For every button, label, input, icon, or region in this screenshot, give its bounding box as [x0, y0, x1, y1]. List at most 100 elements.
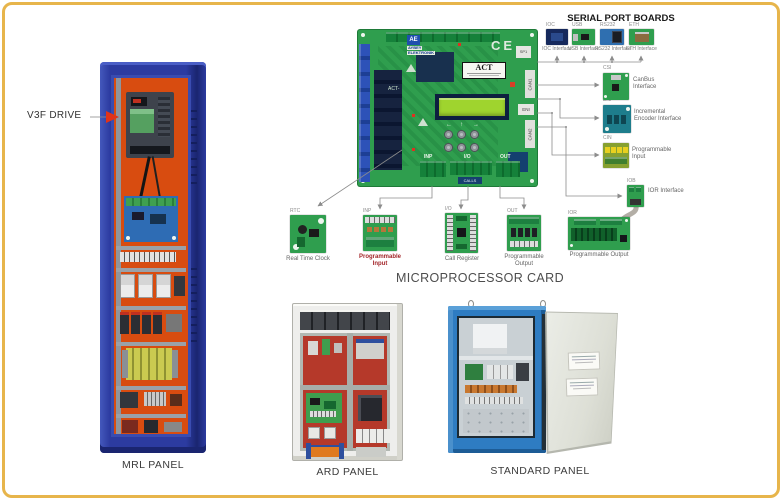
board-io-caption: Call Register [444, 256, 480, 262]
pcb-left-connectors [359, 44, 370, 182]
nav-up-icon: ↑ [460, 122, 463, 128]
serial-board-usb-label: USB [572, 22, 583, 28]
mrl-breaker [142, 312, 151, 334]
pcb-out-label: OUT [500, 154, 511, 160]
door-sticker [567, 351, 601, 371]
v3f-drive-callout: V3F DRIVE [27, 110, 82, 121]
pcb-button [470, 130, 479, 139]
pcb-io-connector [450, 161, 492, 175]
board-eni-label: ENI [603, 97, 612, 103]
microprocessor-card-photo: AE AYBEY ELEKTRONIK CE SP1 ACT ACT- ← ↑ … [358, 30, 537, 186]
board-out [507, 215, 541, 251]
mrl-contactor [156, 274, 171, 298]
microprocessor-card-title: MICROPROCESSOR CARD [395, 271, 565, 285]
mrl-breaker [153, 312, 162, 334]
board-csi-label: CSI [603, 65, 612, 71]
board-cin [603, 143, 629, 168]
serial-board-eth [629, 29, 654, 45]
serial-board-rs232-label: RS232 [600, 22, 616, 28]
standard-interior [457, 316, 535, 438]
board-cin-caption: Programmable Input [632, 147, 672, 160]
pcb-button [457, 130, 466, 139]
board-ior-caption: Programmable Output [569, 252, 629, 258]
mrl-vent-grille [190, 262, 197, 342]
board-out-caption: Programmable Output [504, 254, 544, 267]
pcb-logo: AE AYBEY ELEKTRONIK [407, 35, 435, 56]
board-rtc-caption: Real Time Clock [286, 256, 330, 262]
serial-board-eth-label: ETH [629, 22, 639, 28]
mrl-terminal-strip [120, 252, 176, 262]
pcb-button [457, 143, 466, 152]
mrl-contactor [138, 274, 153, 298]
v3f-inverter [126, 92, 174, 158]
mrl-breaker [120, 312, 129, 334]
board-eni-caption: Incremental Encoder Interface [634, 109, 682, 122]
nav-right-icon: → [473, 122, 479, 128]
pcb-button [444, 143, 453, 152]
pcb-silkscreen: ACT- [388, 86, 400, 92]
serial-board-rs232-caption: RS232 Interface [595, 46, 632, 52]
ard-breakers [356, 429, 390, 443]
pcb-ce-mark: CE [491, 38, 516, 53]
board-inp-label: INP [363, 208, 372, 214]
pcb-calls-label: CALLS [458, 177, 482, 184]
ae-logo-icon: AE [407, 35, 420, 45]
pcb-io-label: I/O [464, 154, 471, 160]
pcb-eni-connector: ENI [518, 104, 534, 115]
pcb-can1-connector: CAN1 [525, 70, 535, 98]
board-ior [568, 217, 630, 250]
mrl-contactor [120, 274, 135, 298]
mrl-breaker [131, 312, 140, 334]
ard-contactor [358, 395, 382, 421]
pcb-inp-label: INP [424, 154, 433, 160]
standard-panel-photo [448, 298, 623, 460]
ard-panel-photo [292, 303, 403, 461]
board-eni [603, 105, 631, 133]
board-ior-label: IOR [568, 210, 577, 216]
serial-board-ioc-label: IOC [546, 22, 555, 28]
pcb-lcd-display [435, 94, 509, 120]
mrl-socket [144, 420, 158, 433]
serial-board-usb-caption: USB Interface [568, 46, 600, 52]
board-csi [603, 73, 629, 100]
ard-panel-label: ARD PANEL [316, 466, 379, 478]
pcb-button [470, 143, 479, 152]
board-rtc-label: RTC [290, 208, 301, 214]
mrl-panel-label: MRL PANEL [122, 459, 184, 471]
board-csi-caption: CanBus Interface [633, 77, 657, 90]
ard-interior [300, 333, 390, 457]
board-iob-caption: IOR Interface [648, 188, 684, 194]
pcb-sp1-connector: SP1 [516, 46, 531, 58]
mrl-controller-pcb [124, 196, 178, 242]
mrl-vent-grille [190, 104, 197, 190]
serial-board-ioc [546, 29, 568, 45]
mrl-interior [111, 75, 191, 437]
standard-bottom-plate [463, 409, 529, 433]
mrl-transformer [126, 348, 172, 380]
board-cin-label: CIN [603, 135, 612, 141]
mrl-panel-photo [100, 62, 206, 453]
board-rtc [290, 215, 326, 253]
serial-board-usb [572, 29, 595, 45]
serial-board-rs232 [600, 29, 624, 45]
pcb-can2-connector: CAN2 [525, 120, 535, 148]
board-io-label: I/O [445, 206, 452, 212]
door-sticker [565, 377, 599, 397]
nav-left-icon: ← [446, 122, 452, 128]
standard-top-unit [473, 324, 507, 354]
serial-board-ioc-caption: IOC Interface [542, 46, 572, 52]
board-io [445, 213, 478, 253]
ard-batteries [300, 310, 390, 330]
ard-relay-board [356, 339, 384, 359]
mrl-socket [122, 420, 138, 433]
standard-panel-label: STANDARD PANEL [490, 465, 590, 477]
board-inp-caption: Programmable Input [358, 254, 401, 267]
board-inp [363, 215, 397, 251]
pcb-button [444, 130, 453, 139]
pcb-inp-connector [420, 161, 446, 177]
warning-triangle-icon [406, 64, 416, 72]
pcb-out-connector [496, 161, 520, 177]
board-out-label: OUT [507, 208, 518, 214]
board-iob [627, 185, 644, 207]
